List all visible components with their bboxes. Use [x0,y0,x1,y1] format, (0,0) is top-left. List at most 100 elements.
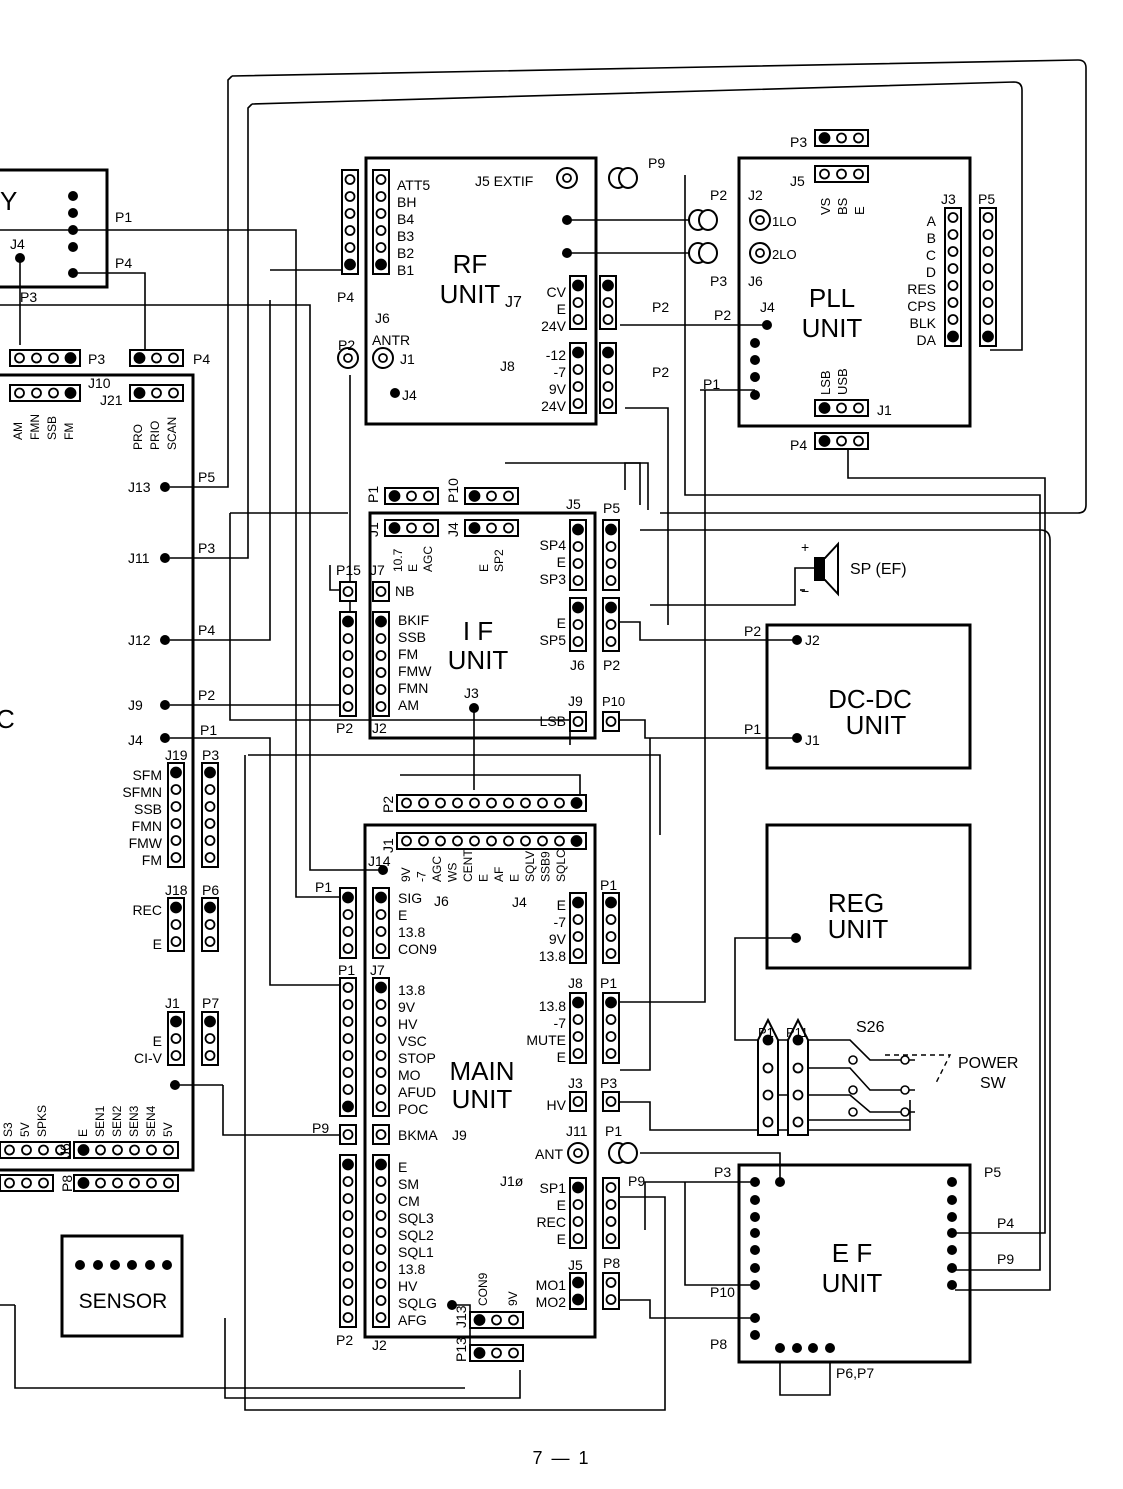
pll-p1-dot4 [750,390,760,400]
pin-label: AF [492,867,506,882]
pin-filled [818,132,831,144]
connector-body [569,519,587,591]
main-p9r-header [602,1177,620,1249]
wire [244,755,666,1411]
main-unit-title-2: UNIT [452,1084,513,1114]
if-unit-title-2: UNIT [448,645,509,675]
pin-label: 13.8 [539,948,566,964]
pin-open [491,1314,502,1326]
pin-label: J8 [568,975,583,991]
pin-open [982,280,994,291]
pin-filled [342,891,354,904]
pin-open [503,522,514,534]
pin-filled [605,896,617,909]
pll-p1-dot2 [750,355,760,365]
plug-inner [618,1142,638,1164]
pin-open [344,225,356,236]
pin-filled [605,996,617,1009]
pin-open [602,398,614,409]
pin-label: J2 [748,187,763,203]
rf-j4-dot [390,388,400,398]
power-switch-p1: P1 [758,1025,774,1040]
pin-label: 5V [18,1122,32,1137]
pin-open [375,1016,387,1027]
pin-label: P8 [603,1255,620,1271]
rf-p2a-header [599,275,617,330]
connector-body [73,1174,179,1192]
pin-label: P9 [997,1251,1014,1267]
pin-open [342,684,354,695]
pin-filled [77,1144,90,1156]
sensor-dot [162,1260,172,1270]
pin-label: C [926,247,936,263]
main-j10-header [569,1177,587,1249]
pin-open [4,1144,15,1156]
pin-open [572,1048,584,1059]
pin-open [605,1182,617,1193]
pin-label: FMN [28,414,42,440]
pin-open [572,1014,584,1025]
pin-open [112,1177,123,1189]
reg-unit-box [765,823,972,970]
pin-open [508,1347,519,1359]
pin-open [572,1216,584,1227]
pin-open [344,191,356,202]
pin-label: J14 [368,853,391,869]
pin-label: J9 [452,1127,467,1143]
pin-label: J5 [790,173,805,189]
pin-label: SP2 [492,549,506,572]
pin-open [342,1210,354,1221]
pin-label: E [557,897,566,913]
pin-open [375,586,387,597]
pin-filled [342,1158,354,1171]
pin [792,1089,804,1101]
connector-body [569,342,587,414]
pin-open [375,191,387,202]
pin-label: -7 [554,364,567,380]
sensor-dot [110,1260,120,1270]
pin-open [572,1199,584,1210]
pin-filled [344,258,356,271]
if-j6-header [569,597,587,652]
wire [0,229,345,898]
left-p4-header [129,349,184,367]
wire [170,300,271,641]
connector-body [569,992,587,1064]
sensor-dot [145,1260,155,1270]
pin-label: AM [11,422,25,440]
wire [231,59,1087,514]
pin-open [435,835,446,847]
pin-label: P1 [605,1123,622,1139]
pin-open [572,297,584,308]
pin-open [947,297,959,308]
pin-open [418,835,429,847]
main-p3-header [602,1091,620,1112]
pin-open [375,1033,387,1044]
speaker: SP (EF) + − [801,539,907,599]
dcdc-j1-dot [792,733,802,743]
pin-label: MO [398,1067,421,1083]
pin-label: J13 [453,1305,469,1328]
pin-open [423,490,434,502]
pin-label: E [557,1049,566,1065]
pin-open [572,948,584,959]
wire [779,1362,831,1396]
switch-contact [848,1085,858,1095]
pin-open [342,701,354,712]
dcdc-unit-title-1: DC-DC [828,684,912,714]
pin-filled [605,523,617,536]
pin-label: 9V [398,999,416,1015]
pll-j2-1lo-jack [749,209,771,231]
pin-label: 5V [161,1122,175,1137]
pin-open [435,797,446,809]
wire [847,450,1046,1234]
pin-open [836,132,847,144]
pin-open [401,835,412,847]
pin-label: B3 [397,228,414,244]
main-j1-header [396,832,587,850]
pin-label: SSB [398,629,426,645]
pin-label: P2 [198,687,215,703]
pin-label: SQL1 [398,1244,434,1260]
pin-label: E [406,564,420,572]
wire [505,462,649,510]
